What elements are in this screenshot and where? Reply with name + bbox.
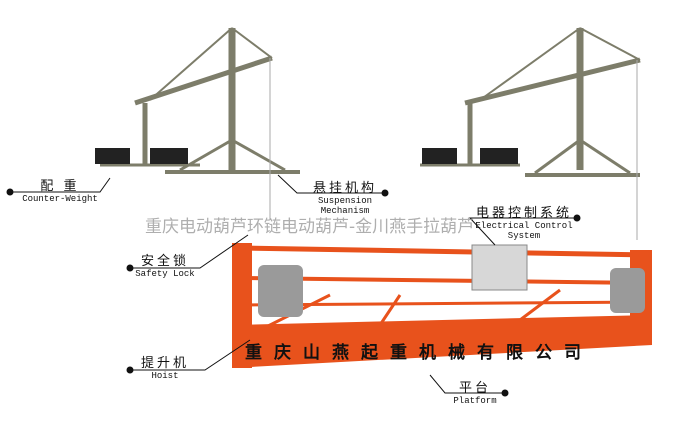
right-hoist (610, 268, 645, 313)
left-counter-weights (95, 148, 188, 164)
label-platform: 平台 Platform (445, 377, 505, 406)
label-en: Hoist (151, 371, 179, 381)
label-cn: 电器控制系统 (475, 206, 572, 221)
leader-lines (6, 174, 581, 397)
label-en: Counter-Weight (22, 194, 98, 204)
platform-brand-text: 重庆山燕起重机械有限公司 (245, 343, 593, 363)
label-electrical: 电器控制系统 Electrical Control System (465, 202, 583, 241)
label-cn: 安全锁 (140, 254, 189, 269)
label-cn: 提升机 (140, 356, 189, 371)
label-cn: 配 重 (40, 179, 80, 194)
right-suspension-mechanism (420, 27, 641, 240)
left-suspension-mechanism (100, 27, 300, 220)
watermark: 重庆电动葫芦环链电动葫芦-金川燕手拉葫芦 (145, 217, 475, 237)
left-hoist (258, 265, 303, 317)
label-safety-lock: 安全锁 Safety Lock (130, 250, 200, 279)
label-hoist: 提升机 Hoist (130, 352, 200, 381)
label-en: Electrical Control System (475, 221, 573, 241)
label-cn: 平台 (458, 381, 491, 396)
label-en: Platform (453, 396, 497, 406)
label-en: Safety Lock (135, 269, 195, 279)
label-cn: 悬挂机构 (312, 181, 377, 196)
label-counterweight: 配 重 Counter-Weight (20, 175, 100, 204)
electrical-control-box (471, 244, 528, 291)
label-suspension: 悬挂机构 Suspension Mechanism (295, 177, 395, 216)
right-counter-weights (422, 148, 518, 164)
label-en: Suspension Mechanism (317, 196, 372, 216)
